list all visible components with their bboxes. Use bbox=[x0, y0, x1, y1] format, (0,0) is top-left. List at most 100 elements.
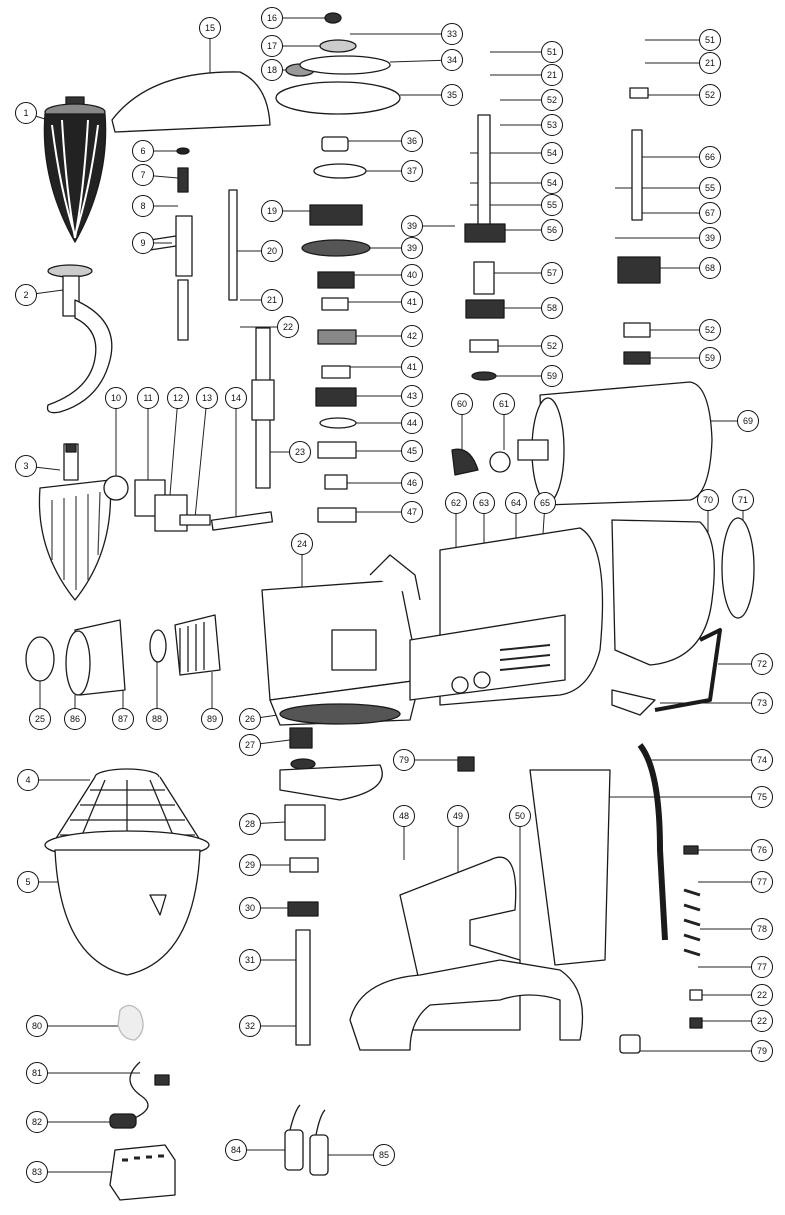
callout-label: 56 bbox=[541, 219, 563, 241]
callout-label: 46 bbox=[401, 472, 423, 494]
part-motor-housing bbox=[409, 527, 604, 706]
callout-label: 14 bbox=[225, 387, 247, 409]
callout-label: 61 bbox=[493, 393, 515, 415]
callout-label: 69 bbox=[737, 410, 759, 432]
callout-label: 70 bbox=[697, 489, 719, 511]
callout-label: 22 bbox=[751, 984, 773, 1006]
part-shaft-20 bbox=[228, 189, 238, 301]
callout-label: 15 bbox=[199, 17, 221, 39]
callout-label: 32 bbox=[239, 1015, 261, 1037]
part-base bbox=[349, 856, 584, 1051]
callout-label: 12 bbox=[167, 387, 189, 409]
callout-label: 68 bbox=[699, 257, 721, 279]
part-brackets bbox=[103, 475, 274, 532]
callout-label: 2 bbox=[15, 284, 37, 306]
callout-label: 51 bbox=[541, 41, 563, 63]
callout-label: 17 bbox=[261, 35, 283, 57]
callout-label: 72 bbox=[751, 653, 773, 675]
part-top-cover bbox=[111, 71, 271, 133]
callout-label: 88 bbox=[146, 708, 168, 730]
callout-label: 83 bbox=[26, 1161, 48, 1183]
callout-label: 20 bbox=[261, 240, 283, 262]
part-lift-handle bbox=[611, 628, 722, 716]
part-power-cable bbox=[129, 1061, 170, 1121]
leader-line bbox=[169, 397, 179, 496]
callout-label: 41 bbox=[401, 356, 423, 378]
callout-label: 55 bbox=[541, 194, 563, 216]
callout-label: 34 bbox=[441, 49, 463, 71]
callout-label: 24 bbox=[291, 533, 313, 555]
callout-label: 48 bbox=[393, 805, 415, 827]
callout-label: 53 bbox=[541, 114, 563, 136]
callout-label: 89 bbox=[201, 708, 223, 730]
callout-label: 1 bbox=[15, 102, 37, 124]
callout-label: 77 bbox=[751, 956, 773, 978]
part-main-shaft bbox=[251, 327, 275, 489]
part-bowl bbox=[54, 849, 201, 976]
callout-label: 50 bbox=[509, 805, 531, 827]
callout-label: 27 bbox=[239, 734, 261, 756]
callout-label: 78 bbox=[751, 918, 773, 940]
callout-label: 55 bbox=[699, 177, 721, 199]
callout-label: 36 bbox=[401, 130, 423, 152]
callout-label: 8 bbox=[132, 195, 154, 217]
part-plug bbox=[109, 1113, 137, 1129]
callout-label: 54 bbox=[541, 172, 563, 194]
callout-label: 39 bbox=[699, 227, 721, 249]
callout-label: 19 bbox=[261, 200, 283, 222]
callout-label: 39 bbox=[401, 215, 423, 237]
callout-label: 26 bbox=[239, 708, 261, 730]
callout-label: 84 bbox=[225, 1139, 247, 1161]
part-side-shaft bbox=[617, 87, 661, 365]
callout-label: 45 bbox=[401, 440, 423, 462]
callout-label: 52 bbox=[541, 89, 563, 111]
part-column bbox=[457, 743, 703, 1054]
callout-label: 54 bbox=[541, 142, 563, 164]
callout-label: 44 bbox=[401, 412, 423, 434]
callout-label: 40 bbox=[401, 264, 423, 286]
callout-label: 59 bbox=[699, 347, 721, 369]
callout-label: 22 bbox=[277, 316, 299, 338]
callout-label: 22 bbox=[751, 1010, 773, 1032]
callout-label: 85 bbox=[373, 1144, 395, 1166]
callout-label: 87 bbox=[112, 708, 134, 730]
callout-label: 47 bbox=[401, 501, 423, 523]
callout-label: 52 bbox=[699, 84, 721, 106]
callout-label: 29 bbox=[239, 854, 261, 876]
callout-label: 80 bbox=[26, 1015, 48, 1037]
callout-label: 9 bbox=[132, 232, 154, 254]
callout-label: 76 bbox=[751, 839, 773, 861]
leader-line bbox=[194, 397, 208, 519]
callout-label: 42 bbox=[401, 325, 423, 347]
callout-label: 7 bbox=[132, 164, 154, 186]
part-contactor bbox=[109, 1144, 176, 1201]
part-motor bbox=[451, 381, 713, 506]
callout-label: 25 bbox=[29, 708, 51, 730]
callout-label: 49 bbox=[447, 805, 469, 827]
part-dough-hook bbox=[46, 264, 113, 414]
callout-label: 6 bbox=[132, 140, 154, 162]
callout-label: 41 bbox=[401, 291, 423, 313]
callout-label: 71 bbox=[732, 489, 754, 511]
callout-label: 10 bbox=[105, 387, 127, 409]
callout-label: 43 bbox=[401, 385, 423, 407]
callout-label: 52 bbox=[541, 335, 563, 357]
part-flat-beater bbox=[38, 443, 112, 601]
part-switch-pair bbox=[284, 1104, 329, 1176]
callout-label: 79 bbox=[393, 749, 415, 771]
part-cap bbox=[117, 1004, 144, 1041]
part-gear-stack bbox=[301, 136, 371, 523]
callout-label: 31 bbox=[239, 949, 261, 971]
part-rear-cover bbox=[611, 517, 755, 666]
callout-label: 74 bbox=[751, 749, 773, 771]
callout-label: 65 bbox=[534, 492, 556, 514]
callout-label: 5 bbox=[17, 871, 39, 893]
part-attachment-hub bbox=[25, 614, 221, 696]
callout-label: 59 bbox=[541, 365, 563, 387]
part-lever-assembly bbox=[149, 147, 193, 341]
callout-label: 82 bbox=[26, 1111, 48, 1133]
callout-label: 73 bbox=[751, 692, 773, 714]
